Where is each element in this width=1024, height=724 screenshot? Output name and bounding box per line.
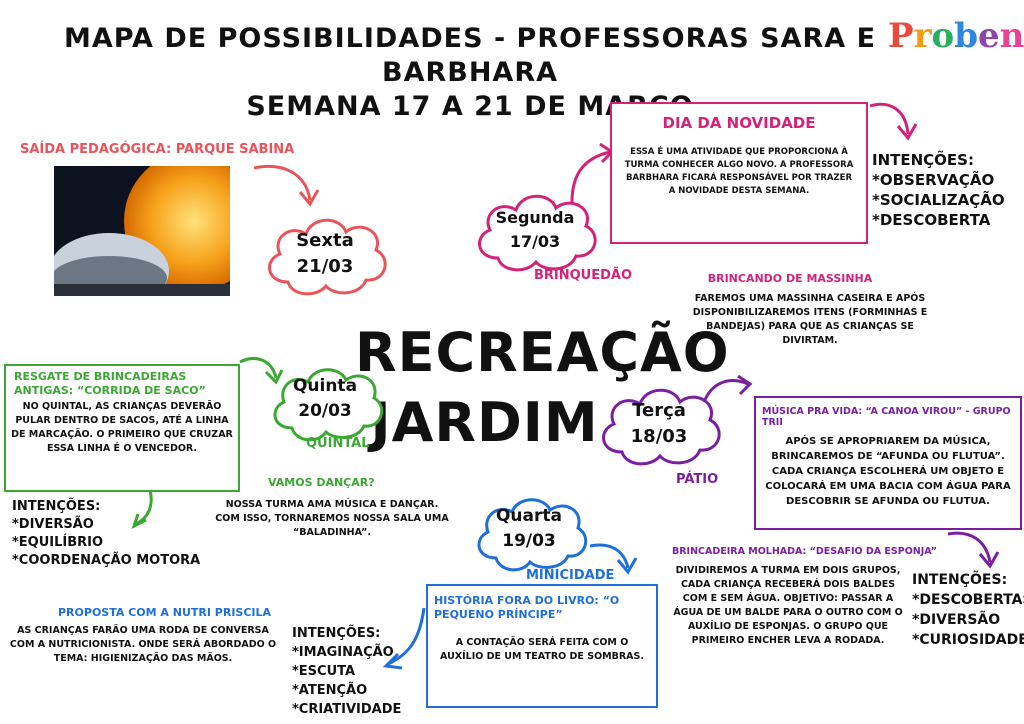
wednesday-extra-text: AS CRIANÇAS FARÃO UMA RODA DE CONVERSA C… (9, 625, 277, 664)
monday-box-text: ESSA É UMA ATIVIDADE QUE PROPORCIONA à T… (624, 147, 854, 196)
thursday-intent-2: *EQUILÍBRIO (12, 535, 104, 550)
friday-arrow (253, 165, 320, 207)
wednesday-date: 19/03 (502, 531, 556, 551)
monday-box: DIA DA NOVIDADE ESSA É UMA ATIVIDADE QUE… (610, 102, 868, 244)
thursday-intents: INTENÇÕES: *DIVERSÃO *EQUILÍBRIO *COORDE… (12, 498, 200, 570)
tuesday-box: MÚSICA PRA VIDA: “A CANOA VIROU” - GRUPO… (754, 396, 1022, 530)
thursday-day: Quinta (292, 376, 358, 396)
tuesday-intents-title: INTENÇÕES: (912, 572, 1008, 588)
tuesday-intents-arrow (947, 531, 1000, 569)
monday-intents-title: INTENÇÕES: (872, 151, 974, 169)
parque-sabina-photo (54, 166, 230, 296)
friday-cloud (268, 218, 387, 296)
thursday-extra-title: VAMOS DANÇAR? (268, 476, 375, 489)
monday-intent-2: *SOCIALIZAÇÃO (872, 191, 1005, 209)
tuesday-cloud (602, 388, 721, 466)
proben-logo: Proben (888, 16, 1024, 56)
thursday-cloud (273, 368, 384, 442)
thursday-date: 20/03 (298, 401, 352, 421)
wednesday-cloud-label: Quarta 19/03 (474, 504, 584, 554)
thursday-extra-text: NOSSA TURMA AMA MÚSICA E DANÇAR. COM ISS… (215, 499, 449, 538)
monday-place: BRINQUEDÃO (534, 268, 633, 283)
thursday-box-title: RESGATE DE BRINCADEIRAS ANTIGAS: “CORRID… (14, 370, 206, 397)
tuesday-cloud-label: Terça 18/03 (600, 398, 718, 450)
thursday-intents-title: INTENÇÕES: (12, 499, 101, 514)
tuesday-place: PÁTIO (676, 472, 719, 487)
center-line-1: RECREAÇÃO (355, 321, 730, 384)
tuesday-day: Terça (632, 400, 686, 421)
thursday-arrow (239, 357, 284, 385)
tuesday-arrow (702, 374, 753, 403)
monday-cloud-label: Segunda 17/03 (476, 206, 594, 254)
wednesday-day: Quarta (495, 506, 562, 526)
friday-cloud-label: Sexta 21/03 (268, 228, 382, 280)
thursday-intents-arrow (131, 489, 153, 529)
monday-box-title: DIA DA NOVIDADE (662, 114, 816, 132)
monday-intents-arrow (869, 102, 918, 141)
wednesday-intents: INTENÇÕES: *IMAGINAÇÃO *ESCUTA *ATENÇÃO … (292, 624, 401, 719)
monday-extra-title: BRINCANDO DE MASSINHA (707, 272, 873, 285)
wednesday-intent-1: *IMAGINAÇÃO (292, 645, 394, 660)
thursday-box-text: NO QUINTAL, AS CRIANÇAS DEVERÃO PULAR DE… (11, 401, 233, 454)
tuesday-intent-2: *DIVERSÃO (912, 612, 1001, 628)
tuesday-box-title: MÚSICA PRA VIDA: “A CANOA VIROU” - GRUPO… (762, 406, 1011, 428)
monday-day: Segunda (495, 208, 575, 227)
thursday-intent-3: *COORDENAÇÃO MOTORA (12, 553, 201, 568)
tuesday-intents: INTENÇÕES: *DESCOBERTAS *DIVERSÃO *CURIO… (912, 570, 1024, 650)
monday-date: 17/03 (509, 232, 561, 251)
wednesday-extra-title: PROPOSTA COM A NUTRI PRISCILA (58, 606, 272, 619)
wednesday-intents-arrow (382, 607, 426, 670)
tuesday-intent-3: *CURIOSIDADE (912, 632, 1024, 648)
wednesday-box: HISTÓRIA FORA DO LIVRO: “O PEQUENO PRÍNC… (426, 584, 658, 708)
title-line-1: MAPA DE POSSIBILIDADES - PROFESSORAS SAR… (63, 23, 877, 88)
wednesday-place: MINICIDADE (526, 568, 615, 583)
wednesday-intent-3: *ATENÇÃO (292, 683, 368, 698)
thursday-intent-1: *DIVERSÃO (12, 517, 94, 532)
monday-intent-3: *DESCOBERTA (872, 211, 991, 229)
friday-activity: SAÍDA PEDAGÓGICA: PARQUE SABINA (20, 142, 295, 157)
tuesday-extra-text: DIVIDIREMOS A TURMA EM DOIS GRUPOS, CADA… (673, 565, 903, 646)
friday-day: Sexta (296, 230, 354, 251)
monday-extra-text: FAREMOS UMA MASSINHA CASEIRA E APÓS DISP… (692, 293, 928, 346)
monday-intents: INTENÇÕES: *OBSERVAÇÃO *SOCIALIZAÇÃO *DE… (872, 150, 1005, 230)
wednesday-intent-2: *ESCUTA (292, 664, 356, 679)
wednesday-box-text: A CONTAÇÃO SERÁ FEITA COM O AUXÍLIO DE U… (440, 637, 644, 662)
tuesday-extra-title: BRINCADEIRA MOLHADA: “DESAFIO DA ESPONJA… (672, 546, 938, 557)
center-line-2: JARDIM I (370, 391, 640, 454)
tuesday-box-text: APÓS SE APROPRIAREM DA MÚSICA, BRINCAREM… (765, 436, 1011, 507)
wednesday-arrow (589, 543, 638, 575)
wednesday-cloud (477, 498, 588, 572)
friday-date: 21/03 (296, 256, 354, 277)
tuesday-intent-1: *DESCOBERTAS (912, 592, 1024, 608)
monday-cloud (478, 194, 597, 272)
thursday-place: QUINTAL (306, 436, 370, 451)
thursday-cloud-label: Quinta 20/03 (270, 374, 380, 424)
wednesday-box-title: HISTÓRIA FORA DO LIVRO: “O PEQUENO PRÍNC… (434, 594, 620, 621)
wednesday-intents-title: INTENÇÕES: (292, 626, 381, 641)
wednesday-intent-4: *CRIATIVIDADE (292, 702, 402, 717)
center-title: RECREAÇÃO JARDIM I (355, 318, 730, 458)
tuesday-date: 18/03 (630, 426, 688, 447)
thursday-box: RESGATE DE BRINCADEIRAS ANTIGAS: “CORRID… (4, 364, 240, 492)
monday-intent-1: *OBSERVAÇÃO (872, 171, 995, 189)
